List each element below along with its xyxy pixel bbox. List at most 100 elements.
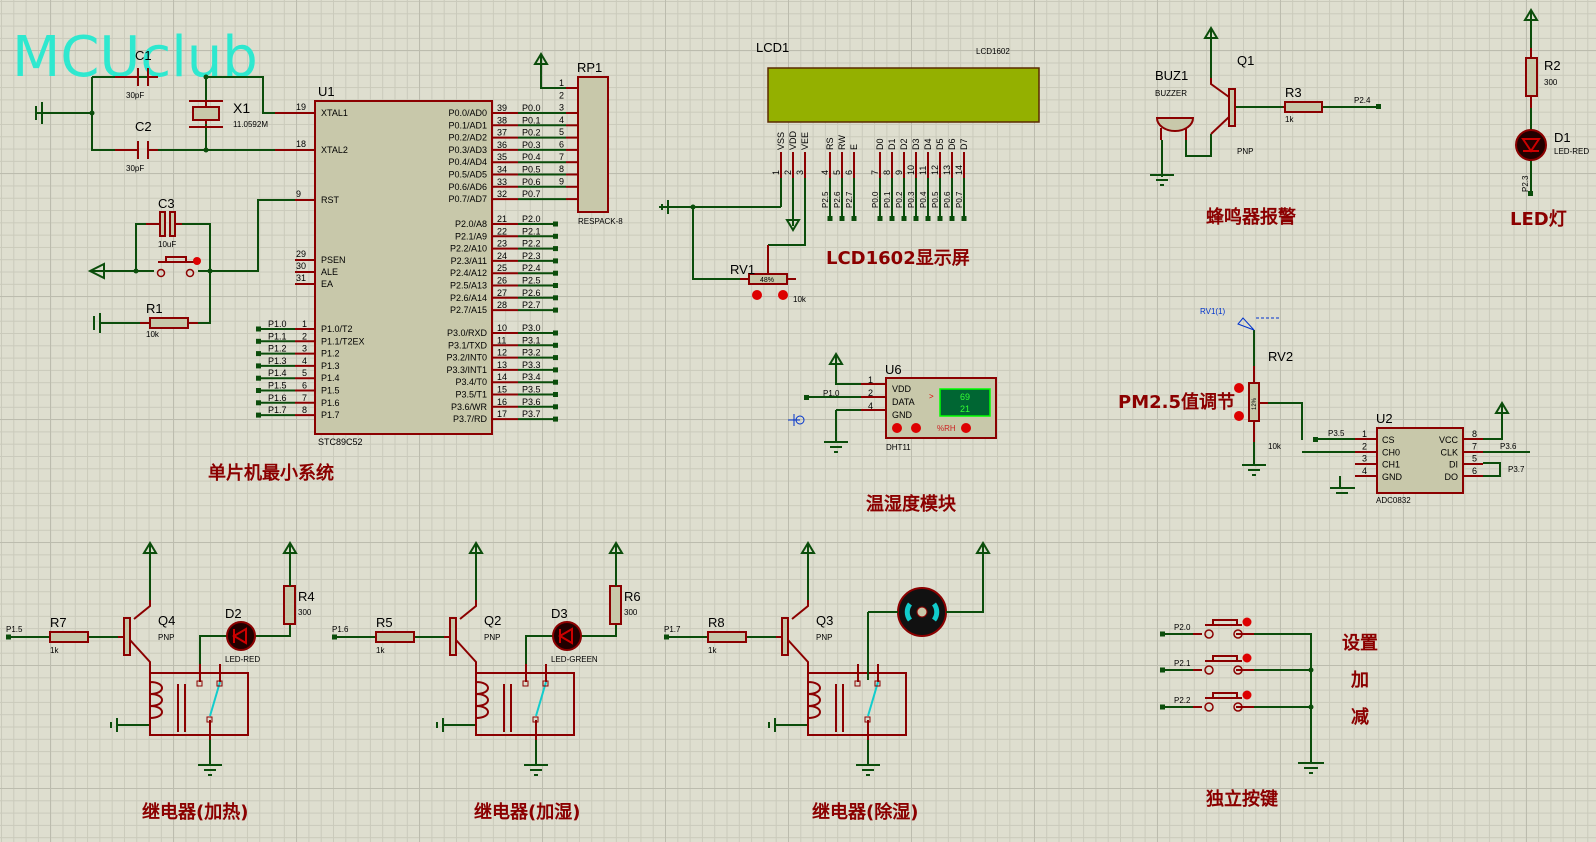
adc-pin-name: CH0 <box>1382 447 1400 457</box>
net-terminal[interactable] <box>827 216 833 221</box>
c1-ref: C1 <box>135 48 152 63</box>
rp1-pin-num: 1 <box>559 78 564 88</box>
relay-contact <box>542 680 549 687</box>
net-terminal[interactable] <box>553 246 558 252</box>
dht11-u6[interactable]: U6 DHT11 P1.0 1 2 4 VDD DATA GND 69 21 >… <box>788 352 997 453</box>
net-terminal[interactable] <box>553 342 558 348</box>
mcu-pin-name: P2.3/A11 <box>451 256 487 266</box>
p1-net-label: P1.5 <box>268 381 287 391</box>
net-terminal[interactable] <box>1160 667 1165 673</box>
transistor-base <box>449 617 457 656</box>
p1-net-label: P1.3 <box>268 356 287 366</box>
mcu-net-label: P0.0 <box>522 103 541 113</box>
net-terminal[interactable] <box>256 338 261 344</box>
net-terminal[interactable] <box>877 216 883 221</box>
p1-pin-name: P1.4 <box>321 373 340 383</box>
net-terminal[interactable] <box>553 221 558 227</box>
mcu-pin-num: 19 <box>296 102 306 112</box>
resistor-ref: R8 <box>708 615 725 630</box>
lcd-net-label: P0.7 <box>955 191 964 208</box>
net-terminal[interactable] <box>913 216 919 221</box>
net-terminal[interactable] <box>256 326 261 332</box>
net-terminal[interactable] <box>839 216 845 221</box>
net-terminal[interactable] <box>553 270 558 276</box>
led-ref: D2 <box>225 606 242 621</box>
net-terminal[interactable] <box>553 307 558 313</box>
net-terminal[interactable] <box>553 355 558 361</box>
net-terminal[interactable] <box>553 330 558 336</box>
net-terminal[interactable] <box>6 634 11 640</box>
net-terminal[interactable] <box>901 216 907 221</box>
net-terminal[interactable] <box>925 216 931 221</box>
key-press-button[interactable] <box>1242 617 1252 627</box>
net-terminal[interactable] <box>256 351 261 357</box>
fan-motor[interactable] <box>867 541 991 680</box>
mcu-pin-num: 37 <box>497 128 507 138</box>
relay-contact <box>854 680 861 687</box>
relay-net-label: P1.5 <box>6 625 23 634</box>
net-terminal[interactable] <box>256 412 261 418</box>
mcu-net-label: P2.7 <box>522 300 541 310</box>
lcd-pin-name: VSS <box>776 132 786 150</box>
lcd-ref: LCD1 <box>756 40 789 55</box>
dht-down-button[interactable] <box>892 423 902 433</box>
net-terminal[interactable] <box>1160 631 1165 637</box>
mcu-net-label: P2.5 <box>522 276 541 286</box>
net-terminal[interactable] <box>553 367 558 373</box>
net-terminal[interactable] <box>256 363 261 369</box>
net-terminal[interactable] <box>949 216 955 221</box>
mcu-pin-name: P0.6/AD6 <box>448 182 487 192</box>
mcu-u1[interactable]: U1 STC89C52 19XTAL118XTAL29RST29PSEN30AL… <box>256 84 578 447</box>
net-terminal[interactable] <box>256 400 261 406</box>
lcd1602[interactable]: LCD1 LCD1602 VSS1VDD2VEE3RS4P2.5RW5P2.6E… <box>659 40 1040 280</box>
lcd-pin-num: 13 <box>942 165 952 175</box>
relay-contact <box>216 680 223 687</box>
net-terminal[interactable] <box>332 634 337 640</box>
mcu-net-label: P3.4 <box>522 372 541 382</box>
mcu-ref: U1 <box>318 84 335 99</box>
buzzer-circuit[interactable]: BUZ1 BUZZER Q1 PNP R3 1k P2.4 <box>1150 26 1381 186</box>
net-terminal[interactable] <box>1160 704 1165 710</box>
led-d1-circuit[interactable]: R2 300 D1 LED-RED P2.3 <box>1515 8 1589 196</box>
net-terminal[interactable] <box>961 216 967 221</box>
rp1-pin-num: 3 <box>559 103 564 113</box>
mcu-net-label: P2.4 <box>522 263 541 273</box>
key-press-button[interactable] <box>1242 690 1252 700</box>
net-terminal[interactable] <box>851 216 857 221</box>
net-terminal[interactable] <box>553 283 558 288</box>
rv2-pot[interactable]: RV1(1) 12% RV2 10k <box>1200 307 1303 476</box>
net-terminal[interactable] <box>664 634 669 640</box>
key-contact <box>1233 629 1243 639</box>
transistor-base <box>781 617 789 656</box>
net-terminal[interactable] <box>256 375 261 381</box>
mcu-pin-name: P3.0/RXD <box>447 328 488 338</box>
lcd-pin-num: 2 <box>783 170 793 175</box>
u2-net-dio: P3.7 <box>1508 465 1525 474</box>
relay-contact <box>522 680 529 687</box>
d1-net: P2.3 <box>1521 175 1530 192</box>
mcu-pin-num: 39 <box>497 103 507 113</box>
net-terminal[interactable] <box>256 388 261 393</box>
dht-toggle-button[interactable] <box>961 423 971 433</box>
r3-net: P2.4 <box>1354 96 1371 105</box>
net-terminal[interactable] <box>553 392 558 397</box>
adc0832-u2[interactable]: U2 ADC0832 P3.5 P3.6 P3.7 1CS8VCC2CH07CL… <box>1302 401 1530 505</box>
dht-up-button[interactable] <box>911 423 921 433</box>
key-press-button[interactable] <box>1242 653 1252 663</box>
net-terminal[interactable] <box>553 295 558 301</box>
net-terminal[interactable] <box>553 258 558 264</box>
net-terminal[interactable] <box>553 233 558 239</box>
net-terminal[interactable] <box>553 404 558 410</box>
rv1-pot[interactable]: RV1 48% 10k <box>730 228 807 304</box>
net-terminal[interactable] <box>889 216 895 221</box>
net-terminal[interactable] <box>553 416 558 422</box>
net-terminal[interactable] <box>553 379 558 385</box>
net-terminal[interactable] <box>937 216 943 221</box>
p1-pin-num: 4 <box>302 356 307 366</box>
u6-pin-name: DATA <box>892 397 915 407</box>
